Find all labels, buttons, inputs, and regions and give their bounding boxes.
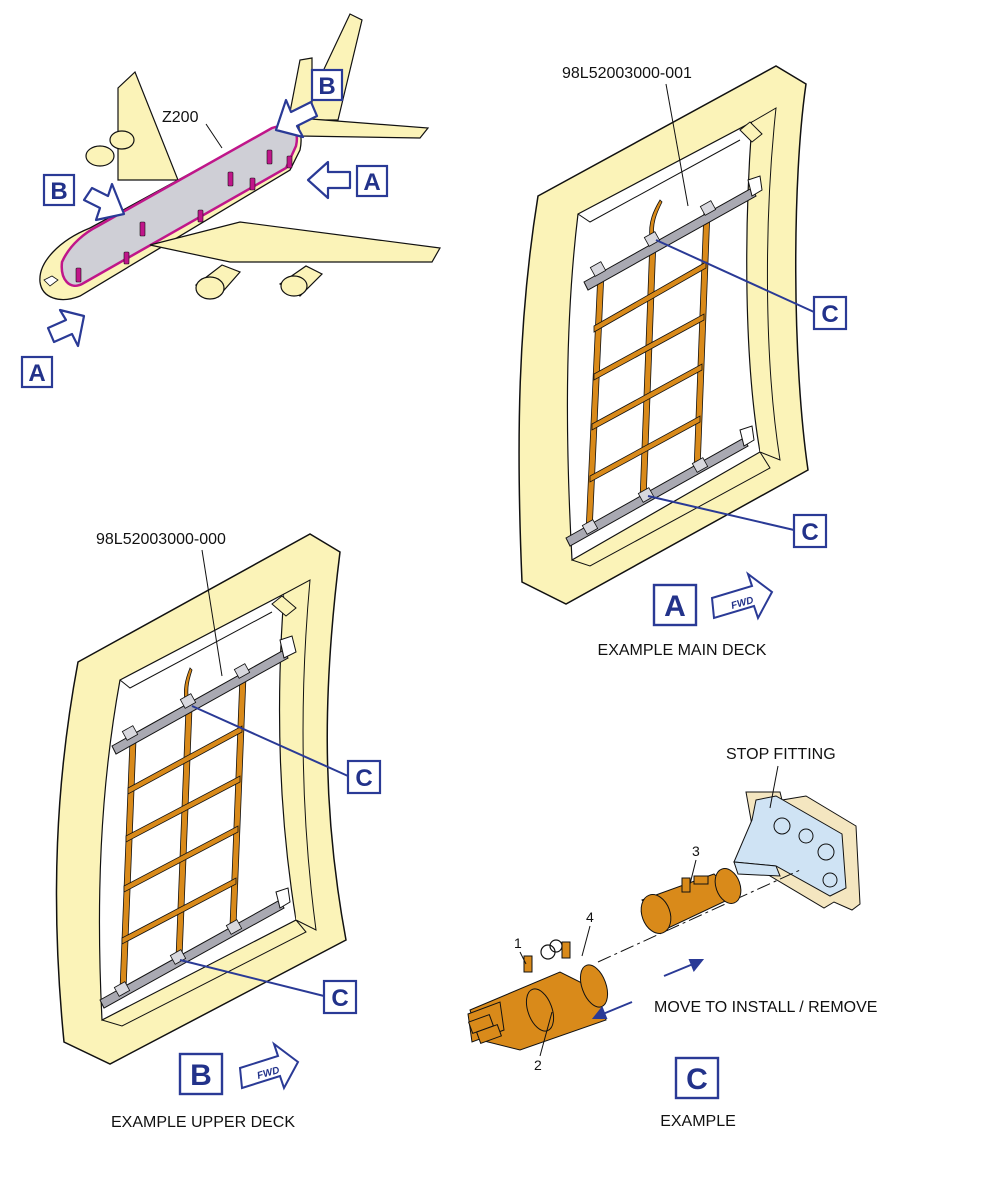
view-letter-box-a: A [652, 583, 698, 627]
aircraft-upper-wing [117, 70, 179, 181]
callout-box-c-upper: C [346, 759, 382, 795]
view-b-caption: EXAMPLE UPPER DECK [111, 1114, 295, 1131]
move-instruction-label: MOVE TO INSTALL / REMOVE [654, 999, 877, 1016]
lanyard-ring [549, 939, 563, 953]
callout-leader-c [655, 239, 815, 313]
cargo-net [585, 199, 711, 533]
item-number: 4 [586, 909, 594, 925]
view-letter-box-c: C [674, 1056, 720, 1100]
fwd-arrow-icon: FWD [710, 571, 774, 621]
upper-restraint-bar [583, 175, 763, 291]
callout-box-a-right: A [355, 164, 389, 198]
item-leader [519, 951, 527, 965]
item-number: 1 [514, 935, 522, 951]
svg-text:C: C [821, 301, 838, 328]
aircraft-doors [75, 149, 293, 283]
svg-text:C: C [331, 985, 348, 1012]
callout-box-c-lower: C [322, 979, 358, 1015]
svg-text:A: A [363, 169, 380, 196]
stud-assembly [467, 941, 609, 1051]
aircraft-near-wing [149, 221, 441, 263]
svg-text:B: B [190, 1059, 212, 1092]
svg-text:A: A [664, 590, 686, 623]
stop-fitting-leader [769, 765, 779, 809]
zone-leader-line [205, 123, 223, 149]
aircraft-near-engines [194, 264, 324, 300]
item-number: 3 [692, 843, 700, 859]
svg-text:C: C [801, 519, 818, 546]
callout-leader-c [647, 495, 795, 531]
callout-box-c-upper: C [812, 295, 848, 331]
view-a-main-deck: 98L52003000-001 C C A FWD EXAMPLE MAIN D… [518, 65, 848, 659]
aircraft-cockpit [43, 275, 59, 287]
svg-text:B: B [50, 178, 67, 205]
door-frame-depth [571, 139, 771, 567]
stop-fitting-tab [271, 595, 297, 617]
door-frame-side [751, 107, 781, 461]
callout-box-b-left: B [42, 173, 76, 207]
svg-text:C: C [355, 765, 372, 792]
item-leader [581, 925, 591, 957]
aircraft-stabilizer [297, 117, 430, 139]
stop-fitting [733, 795, 847, 897]
stop-fitting-label: STOP FITTING [726, 746, 836, 763]
callout-box-a-lower: A [20, 355, 54, 389]
view-arrow-b-left [82, 182, 126, 222]
aircraft-engine [109, 130, 135, 150]
item-number: 2 [534, 1057, 542, 1073]
part-number-label: 98L52003000-000 [96, 531, 226, 548]
view-b-upper-deck: 98L52003000-000 C C B FWD EXAMPLE UPPER … [55, 531, 382, 1131]
stop-fitting-tab [739, 121, 763, 143]
lower-restraint-bar [565, 425, 755, 547]
part-number-label: 98L52003000-001 [562, 65, 692, 82]
fwd-arrow-icon: FWD [238, 1041, 300, 1091]
alignment-centerline [597, 869, 801, 963]
aircraft-engine [85, 145, 115, 167]
door-frame-depth [101, 611, 307, 1027]
view-c-caption: EXAMPLE [660, 1113, 736, 1130]
lower-restraint-bar [99, 887, 291, 1009]
fitting-end-part [640, 868, 742, 934]
svg-text:A: A [28, 360, 45, 387]
part-number-leader [665, 83, 689, 207]
item-leader [689, 859, 697, 885]
callout-leader-c [191, 705, 349, 777]
view-arrow-a-right [306, 160, 352, 200]
callout-box-c-lower: C [792, 513, 828, 549]
svg-text:C: C [686, 1063, 708, 1096]
lanyard-ring [540, 944, 556, 960]
upper-restraint-bar [111, 635, 297, 755]
zone-label: Z200 [162, 109, 199, 126]
view-letter-box-b: B [178, 1052, 224, 1096]
part-number-leader [201, 549, 223, 677]
view-a-caption: EXAMPLE MAIN DECK [598, 642, 767, 659]
svg-text:B: B [318, 73, 335, 100]
item-leader [539, 1011, 553, 1057]
view-arrow-a-lower [46, 308, 86, 348]
view-c-detail: STOP FITTING 3 1 2 [467, 746, 877, 1130]
callout-box-b-upper: B [310, 68, 344, 102]
view-arrow-b-upper [274, 98, 319, 139]
move-direction-arrows [591, 959, 705, 1019]
callout-leader-c [179, 959, 325, 997]
aircraft-locator-view: Z200 B A B A [20, 13, 441, 389]
